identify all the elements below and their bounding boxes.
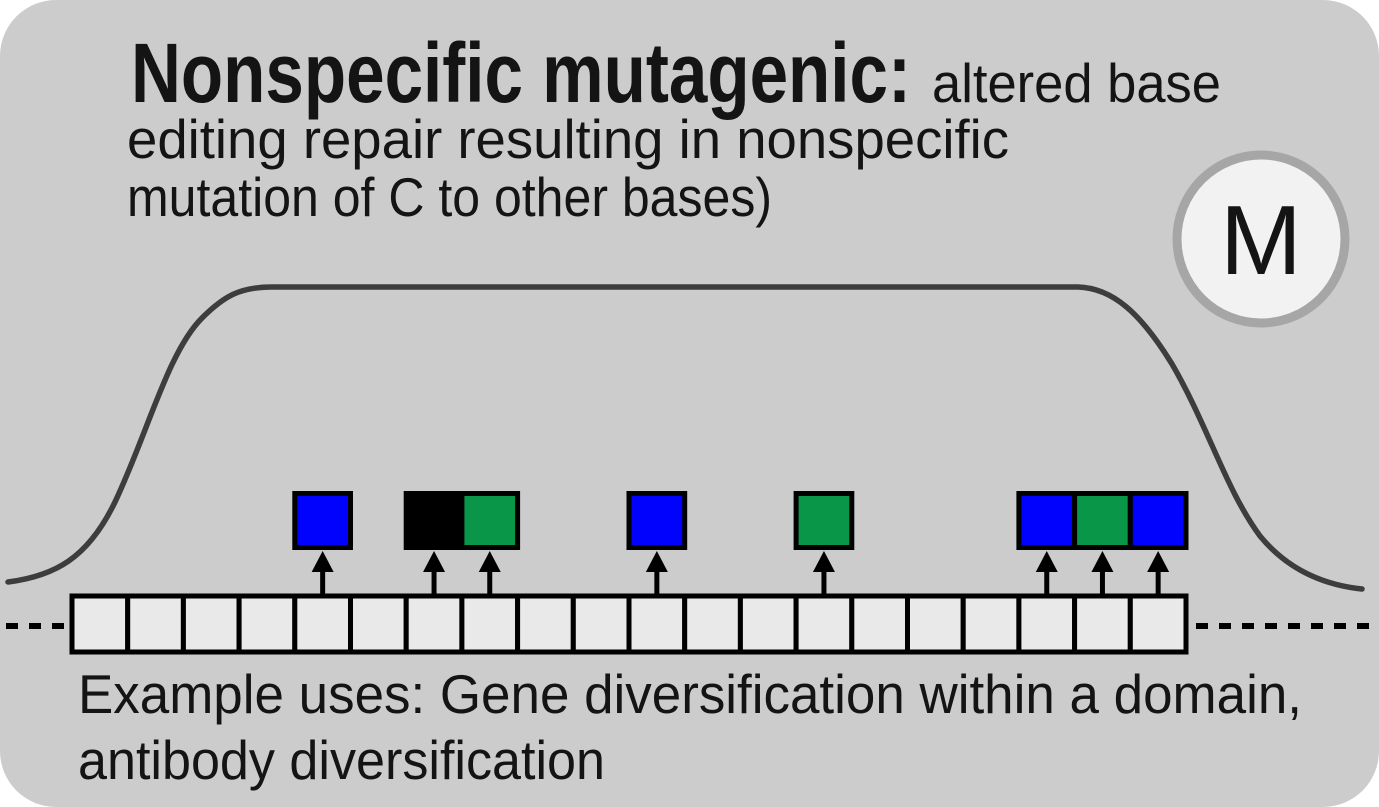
m-badge-letter: M — [1220, 185, 1302, 295]
mutation-arrow-head — [1091, 551, 1114, 572]
m-badge-circle — [1172, 150, 1350, 328]
mutation-arrow-head — [311, 551, 334, 572]
mutation-arrows — [311, 551, 1170, 598]
mutation-square-green — [1072, 491, 1133, 550]
dna-base-cell — [180, 593, 242, 655]
dna-base-cell — [125, 593, 186, 655]
dna-base-cell — [515, 593, 576, 655]
mutation-square-blue — [292, 491, 353, 550]
dna-base-cell — [403, 593, 465, 655]
dna-base-cell — [905, 593, 966, 655]
dna-base-cell — [1016, 593, 1078, 655]
mutation-arrow-head — [423, 551, 446, 572]
dna-base-cell — [960, 593, 1022, 655]
dna-base-cell — [682, 593, 743, 655]
mutation-square-blue — [626, 491, 688, 550]
example-uses-line1: Example uses: Gene diversification withi… — [78, 663, 1302, 725]
dna-base-row — [69, 593, 1189, 655]
mutation-arrow-head — [812, 551, 835, 572]
mutation-arrow-head — [1035, 551, 1058, 572]
dna-base-cell — [849, 593, 910, 655]
mutation-square-blue — [1127, 491, 1189, 550]
panel-title-bold: Nonspecific mutagenic: — [131, 26, 911, 120]
editing-window-curve — [5, 284, 1365, 592]
mutation-squares — [292, 491, 1189, 550]
dna-base-cell — [737, 593, 799, 655]
dna-base-cell — [459, 593, 521, 655]
mutation-arrow-head — [645, 551, 668, 572]
dna-base-cell — [570, 593, 632, 655]
mutation-square-blue — [1016, 491, 1078, 550]
mutation-arrow-head — [1147, 551, 1170, 572]
panel-title-line1-rest: altered base — [932, 52, 1221, 114]
mutation-arrow-head — [478, 551, 501, 572]
dna-base-cell — [292, 593, 353, 655]
dna-base-cell — [626, 593, 688, 655]
dna-base-cell — [1072, 593, 1133, 655]
dna-base-cell — [1127, 593, 1189, 655]
dna-base-cell — [793, 593, 855, 655]
panel-title-line2: editing repair resulting in nonspecific — [127, 108, 1009, 170]
mutation-square-black — [403, 491, 465, 550]
panel-title-line3: mutation of C to other bases) — [127, 166, 772, 228]
dna-base-cell — [69, 593, 131, 655]
mutation-square-green — [793, 491, 855, 550]
dna-base-cell — [236, 593, 298, 655]
example-uses-line2: antibody diversification — [78, 729, 605, 791]
mutation-square-green — [459, 491, 521, 550]
dna-base-cell — [348, 593, 409, 655]
